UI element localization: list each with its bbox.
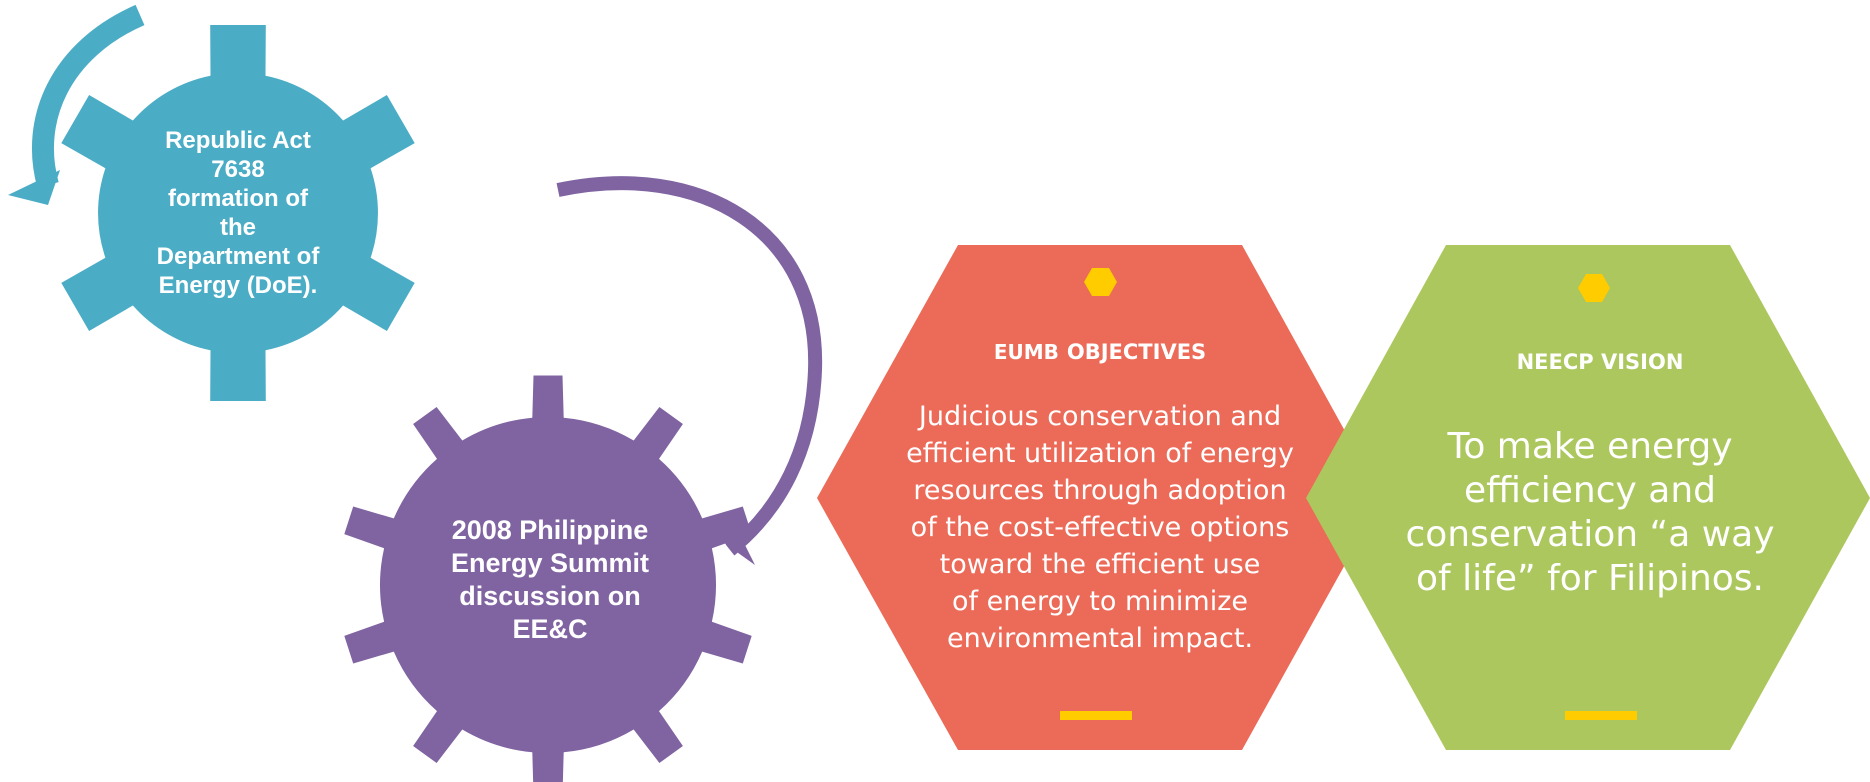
gear1-line: Department of <box>156 243 320 270</box>
vision-body: To make energy efficiency and conservati… <box>1400 425 1780 601</box>
objectives-line: efficient utilization of energy <box>906 438 1294 469</box>
teal-gear-shape <box>61 25 415 401</box>
objectives-hexagon <box>817 245 1382 750</box>
teal-curved-arrow <box>8 4 145 205</box>
objectives-line: toward the efficient use <box>939 549 1261 580</box>
vision-hexagon <box>1306 245 1870 750</box>
vision-line: efficiency and <box>1464 470 1716 511</box>
objectives-line: environmental impact. <box>946 623 1254 654</box>
gear2-line: 2008 Philippine <box>451 515 649 545</box>
gear2-outline <box>344 375 752 782</box>
gear1-line: formation of <box>168 185 308 212</box>
gear1-line: Energy (DoE). <box>158 272 318 299</box>
objectives-bar-marker <box>1060 711 1132 720</box>
gear1-line: the <box>220 214 256 241</box>
objectives-line: Judicious conservation and <box>918 401 1282 432</box>
gear2-line: Energy Summit <box>450 548 650 578</box>
objectives-line: of energy to minimize <box>952 586 1248 617</box>
gear1-label: Republic Act 7638 formation of the Depar… <box>128 118 348 308</box>
gear2-line: discussion on <box>459 581 641 611</box>
vision-hexagon-marker <box>1578 274 1610 302</box>
objectives-title-prefix: EUMB <box>993 340 1059 364</box>
gear1-outline <box>61 25 415 401</box>
objectives-hexagon-marker <box>1084 268 1117 296</box>
vision-title: NEECP VISION <box>1516 350 1684 374</box>
vision-line: To make energy <box>1447 426 1733 467</box>
objectives-line: of the cost-effective options <box>910 512 1290 543</box>
vision-line: conservation “a way <box>1405 514 1775 555</box>
vision-line: of life” for Filipinos. <box>1416 558 1764 599</box>
gear2-line: EE&C <box>512 614 588 644</box>
objectives-title-text: OBJECTIVES <box>1066 340 1207 364</box>
objectives-title: EUMB OBJECTIVES <box>900 340 1300 364</box>
gear1-line: 7638 <box>211 156 265 183</box>
vision-bar-marker <box>1565 711 1637 720</box>
gear2-label: 2008 Philippine Energy Summit discussion… <box>410 500 690 660</box>
purple-gear-shape <box>344 375 752 782</box>
objectives-line: resources through adoption <box>913 475 1287 506</box>
gear1-line: Republic Act <box>165 127 311 154</box>
objectives-body: Judicious conservation and efficient uti… <box>880 398 1320 657</box>
